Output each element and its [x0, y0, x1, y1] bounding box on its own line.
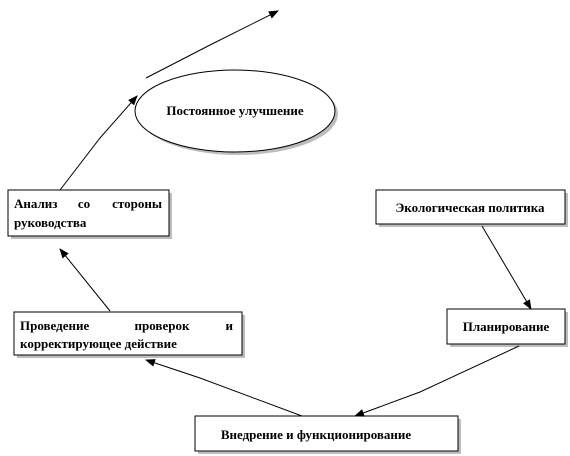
- checking-label-1c: и: [226, 318, 234, 333]
- node-planning: Планирование: [446, 308, 568, 347]
- node-management-review: Анализ со стороны руководства: [7, 189, 172, 239]
- checking-label-1a: Проведение: [20, 318, 89, 333]
- implementation-label: Внедрение и функционирование: [221, 427, 412, 442]
- management-review-label-1c: стороны: [112, 196, 162, 211]
- planning-label: Планирование: [463, 319, 550, 334]
- checking-label-1b: проверок: [135, 318, 190, 333]
- node-continuous-improvement: Постоянное улучшение: [134, 69, 338, 155]
- arrow-checking-to-review: [59, 248, 111, 312]
- node-environmental-policy: Экологическая политика: [375, 189, 568, 227]
- environmental-policy-label: Экологическая политика: [395, 200, 545, 215]
- arrow-implementation-to-checking: [145, 359, 303, 417]
- arrow-planning-to-implementation: [354, 345, 520, 417]
- arrow-review-to-improvement: [59, 95, 138, 191]
- management-review-label-1a: Анализ: [14, 196, 58, 211]
- node-implementation-operation: Внедрение и функционирование: [194, 415, 461, 454]
- node-checking-corrective-action: Проведение проверок и корректирующее дей…: [13, 311, 245, 358]
- checking-label-2: корректирующее действие: [20, 336, 177, 351]
- continuous-improvement-label: Постоянное улучшение: [166, 103, 303, 118]
- management-review-label-1b: со: [78, 196, 90, 211]
- arrow-policy-to-planning: [481, 225, 532, 310]
- management-review-label-2: руководства: [14, 215, 87, 230]
- arrow-improvement-upward: [145, 10, 279, 79]
